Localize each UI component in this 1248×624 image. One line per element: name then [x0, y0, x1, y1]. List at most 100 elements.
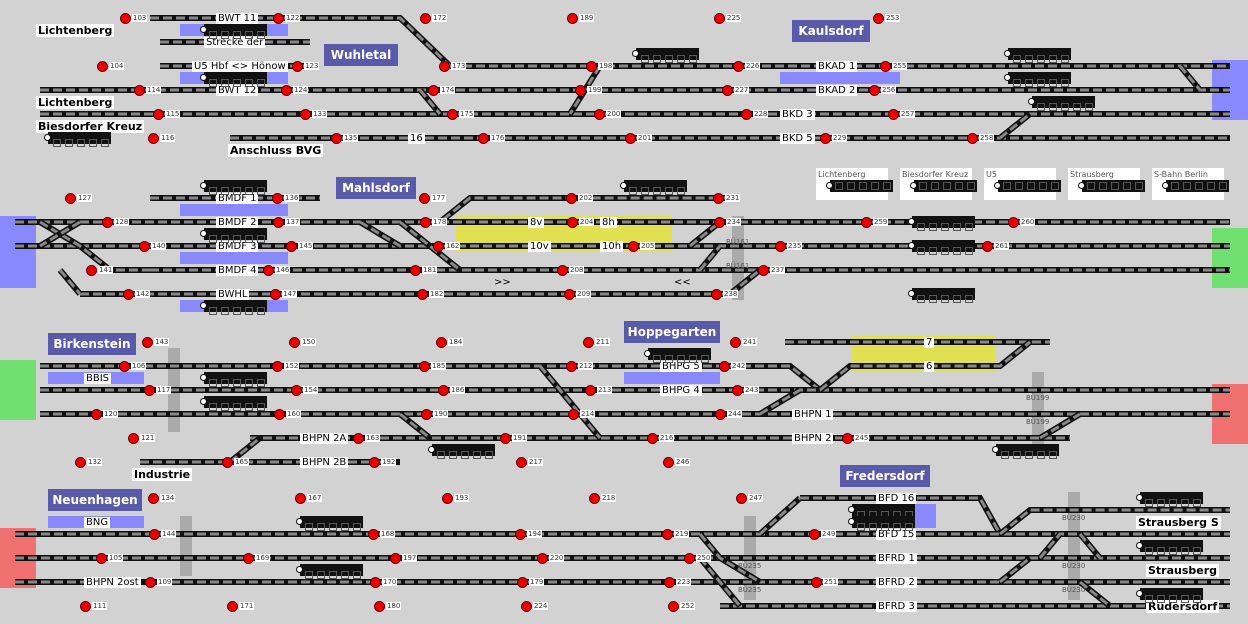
signal[interactable] — [775, 241, 786, 252]
signal[interactable] — [436, 337, 447, 348]
signal[interactable] — [139, 241, 150, 252]
signal[interactable] — [144, 385, 155, 396]
signal[interactable] — [714, 13, 725, 24]
signal[interactable] — [142, 337, 153, 348]
signal[interactable] — [663, 457, 674, 468]
signal[interactable] — [873, 13, 884, 24]
signal[interactable] — [732, 385, 743, 396]
signal[interactable] — [419, 193, 430, 204]
signal[interactable] — [594, 109, 605, 120]
signal[interactable] — [668, 601, 679, 612]
signal[interactable] — [820, 133, 831, 144]
signal[interactable] — [714, 217, 725, 228]
signal[interactable] — [567, 217, 578, 228]
signal[interactable] — [273, 13, 284, 24]
signal[interactable] — [1008, 217, 1019, 228]
signal[interactable] — [575, 85, 586, 96]
signal[interactable] — [719, 361, 730, 372]
signal[interactable] — [270, 289, 281, 300]
signal[interactable] — [521, 601, 532, 612]
signal[interactable] — [120, 13, 131, 24]
signal[interactable] — [420, 217, 431, 228]
signal[interactable] — [567, 13, 578, 24]
signal[interactable] — [722, 85, 733, 96]
signal[interactable] — [272, 361, 283, 372]
signal[interactable] — [438, 385, 449, 396]
signal[interactable] — [566, 361, 577, 372]
signal[interactable] — [741, 109, 752, 120]
signal[interactable] — [243, 553, 254, 564]
signal[interactable] — [80, 601, 91, 612]
signal[interactable] — [537, 553, 548, 564]
signal[interactable] — [417, 289, 428, 300]
signal[interactable] — [583, 337, 594, 348]
signal[interactable] — [880, 61, 891, 72]
signal[interactable] — [370, 577, 381, 588]
signal[interactable] — [664, 577, 675, 588]
signal[interactable] — [419, 361, 430, 372]
signal[interactable] — [291, 385, 302, 396]
signal[interactable] — [145, 577, 156, 588]
signal[interactable] — [736, 493, 747, 504]
signal[interactable] — [515, 529, 526, 540]
signal[interactable] — [647, 433, 658, 444]
signal[interactable] — [433, 241, 444, 252]
signal[interactable] — [222, 457, 233, 468]
signal[interactable] — [227, 601, 238, 612]
signal[interactable] — [861, 217, 872, 228]
signal[interactable] — [289, 337, 300, 348]
signal[interactable] — [390, 553, 401, 564]
signal[interactable] — [568, 409, 579, 420]
signal[interactable] — [281, 85, 292, 96]
signal[interactable] — [809, 529, 820, 540]
signal[interactable] — [711, 289, 722, 300]
signal[interactable] — [439, 61, 450, 72]
signal[interactable] — [517, 577, 528, 588]
signal[interactable] — [97, 61, 108, 72]
signal[interactable] — [478, 133, 489, 144]
signal[interactable] — [273, 217, 284, 228]
signal[interactable] — [982, 241, 993, 252]
signal[interactable] — [286, 241, 297, 252]
signal[interactable] — [428, 85, 439, 96]
signal[interactable] — [96, 553, 107, 564]
signal[interactable] — [730, 337, 741, 348]
signal[interactable] — [263, 265, 274, 276]
signal[interactable] — [715, 409, 726, 420]
signal[interactable] — [295, 493, 306, 504]
signal[interactable] — [811, 577, 822, 588]
signal[interactable] — [842, 433, 853, 444]
signal[interactable] — [410, 265, 421, 276]
signal[interactable] — [625, 133, 636, 144]
signal[interactable] — [86, 265, 97, 276]
signal[interactable] — [684, 553, 695, 564]
signal[interactable] — [869, 85, 880, 96]
signal[interactable] — [442, 493, 453, 504]
signal[interactable] — [585, 385, 596, 396]
signal[interactable] — [500, 433, 511, 444]
signal[interactable] — [628, 241, 639, 252]
signal[interactable] — [713, 193, 724, 204]
signal[interactable] — [75, 457, 86, 468]
signal[interactable] — [128, 433, 139, 444]
signal[interactable] — [148, 133, 159, 144]
signal[interactable] — [967, 133, 978, 144]
signal[interactable] — [274, 409, 285, 420]
signal[interactable] — [119, 361, 130, 372]
signal[interactable] — [134, 85, 145, 96]
signal[interactable] — [91, 409, 102, 420]
signal[interactable] — [149, 529, 160, 540]
signal[interactable] — [888, 109, 899, 120]
signal[interactable] — [369, 457, 380, 468]
track[interactable] — [398, 219, 462, 273]
signal[interactable] — [589, 493, 600, 504]
signal[interactable] — [148, 493, 159, 504]
signal[interactable] — [368, 529, 379, 540]
signal[interactable] — [516, 457, 527, 468]
signal[interactable] — [586, 61, 597, 72]
signal[interactable] — [272, 193, 283, 204]
signal[interactable] — [300, 109, 311, 120]
signal[interactable] — [564, 289, 575, 300]
signal[interactable] — [566, 193, 577, 204]
signal[interactable] — [733, 61, 744, 72]
